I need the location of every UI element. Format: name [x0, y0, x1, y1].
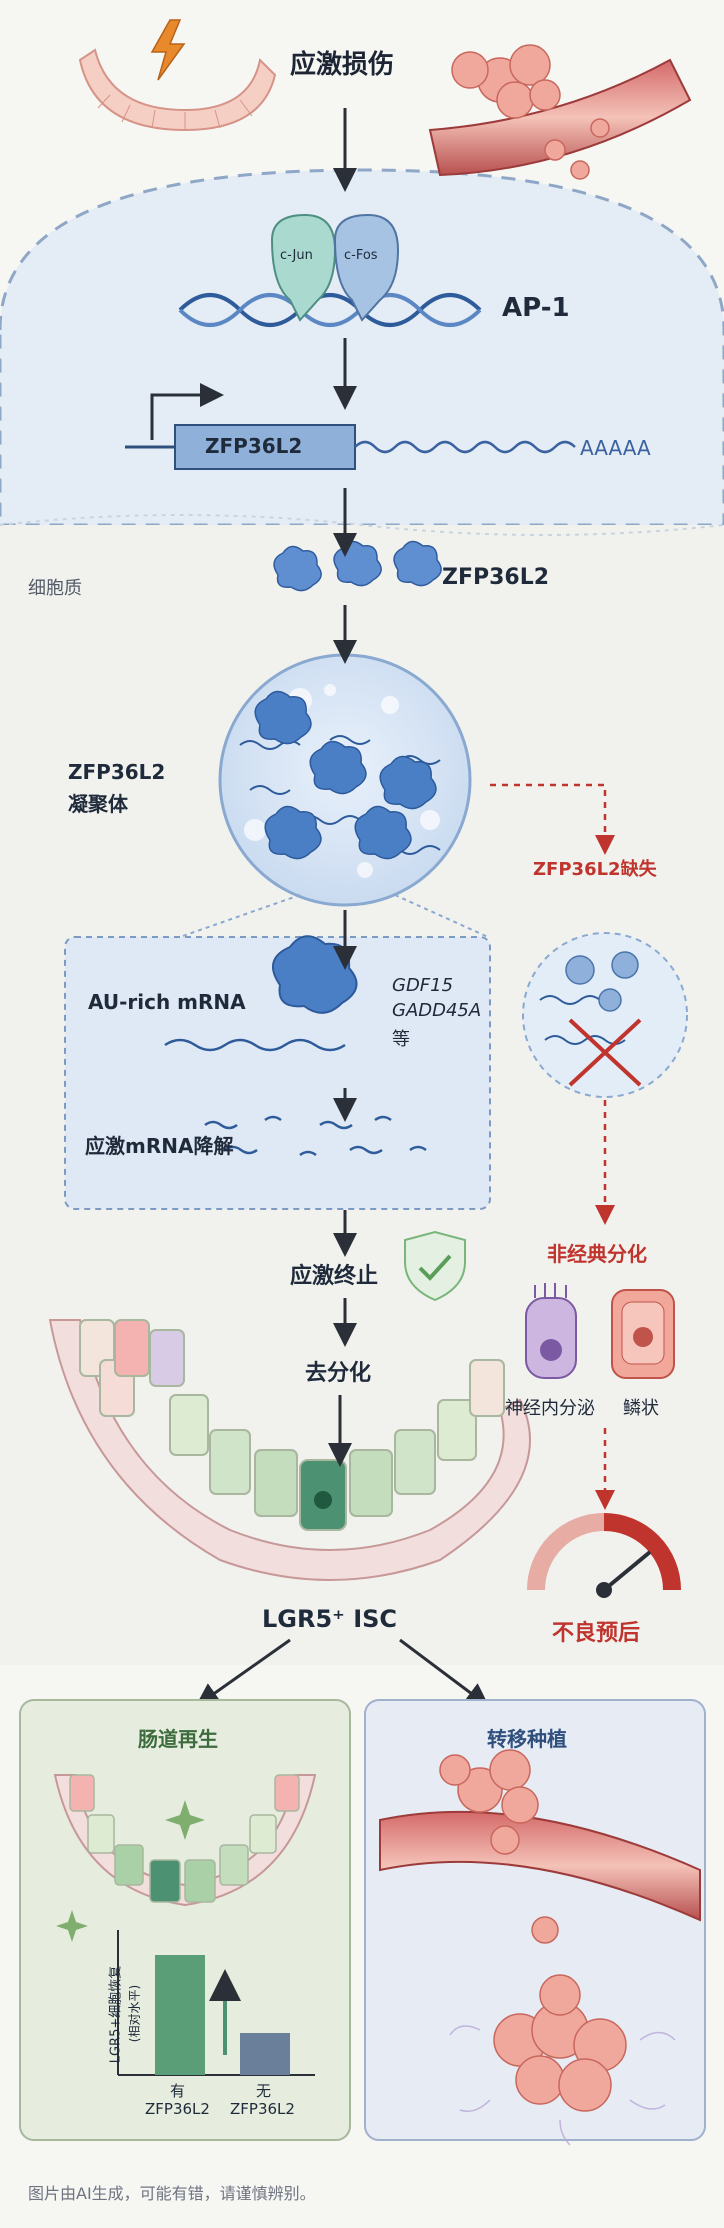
bar-cat-0-line1: 有	[170, 2082, 186, 2100]
recovery-bar-chart	[117, 1930, 315, 2076]
bar-1	[240, 2033, 290, 2075]
lgr5-isc-label: LGR5⁺ ISC	[262, 1605, 398, 1633]
regeneration-panel	[19, 1699, 351, 2141]
cfos-protein	[333, 213, 400, 322]
bar-chart-ylabel-line2: (相对水平)	[127, 1984, 142, 2043]
cjun-label: c-Jun	[280, 248, 313, 263]
metastasis-illustration	[379, 1749, 701, 2146]
cytoplasm-label: 细胞质	[28, 578, 82, 599]
decay-label: 应激mRNA降解	[85, 1134, 234, 1158]
etc-label: 等	[392, 1029, 410, 1050]
tss-arrow-icon	[150, 383, 224, 440]
bar-cat-0-line2: ZFP36L2	[145, 2100, 210, 2118]
squamous-label: 鳞状	[623, 1398, 659, 1419]
gene-label: ZFP36L2	[205, 434, 303, 458]
gene-box	[174, 424, 356, 470]
noncanonical-label: 非经典分化	[547, 1242, 647, 1266]
bar-cat-1-line2: ZFP36L2	[230, 2100, 295, 2118]
neuroendocrine-label: 神经内分泌	[505, 1398, 595, 1419]
bar-cat-1-line1: 无	[256, 2082, 272, 2100]
regeneration-title: 肠道再生	[138, 1727, 218, 1751]
check-icon	[404, 1230, 466, 1302]
regenerating-crypt	[53, 1774, 317, 1907]
mechanism-detail-box	[64, 936, 491, 1210]
injured-epithelium-icon	[78, 48, 277, 132]
bar-chart-ylabel-line1: LGR5+细胞恢复	[108, 1965, 124, 2064]
footer-disclaimer: 图片由AI生成，可能有错，请谨慎辨别。	[28, 2184, 316, 2203]
dediff-label: 去分化	[305, 1361, 372, 1386]
gadd45a-label: GADD45A	[392, 1000, 482, 1021]
zfp36l2-protein-icons	[273, 540, 442, 592]
prognosis-gauge-icon	[527, 1513, 681, 1598]
lightning-icon	[150, 19, 186, 81]
cfos-label: c-Fos	[344, 248, 378, 263]
loss-label: ZFP36L2缺失	[533, 859, 657, 880]
metastasis-title: 转移种植	[487, 1727, 567, 1751]
au-rich-label: AU-rich mRNA	[88, 990, 246, 1014]
loss-cross-icon	[568, 1018, 642, 1087]
condensate-label-line1: ZFP36L2	[68, 760, 166, 784]
polya-label: AAAAA	[580, 436, 651, 460]
vessel-tumor-icon	[428, 44, 692, 180]
sparkle-icon	[56, 1800, 205, 1942]
intestinal-crypt	[48, 1319, 531, 1581]
ap1-label: AP-1	[502, 293, 570, 323]
bar-0	[155, 1955, 205, 2075]
stress-end-label: 应激终止	[290, 1264, 379, 1289]
protein-label: ZFP36L2	[442, 565, 550, 590]
loss-droplet	[522, 932, 688, 1098]
mrna-transcript	[354, 440, 576, 454]
stress-injury-label: 应激损伤	[290, 50, 395, 80]
squamous-cell-icon	[611, 1289, 675, 1379]
gdf15-label: GDF15	[392, 975, 454, 996]
neuroendocrine-cell-icon	[525, 1283, 577, 1379]
condensate-label-line2: 凝聚体	[68, 792, 128, 816]
poor-prognosis-label: 不良预后	[552, 1621, 641, 1646]
mrna-fragments	[204, 1115, 427, 1157]
dna-helix	[178, 293, 482, 327]
